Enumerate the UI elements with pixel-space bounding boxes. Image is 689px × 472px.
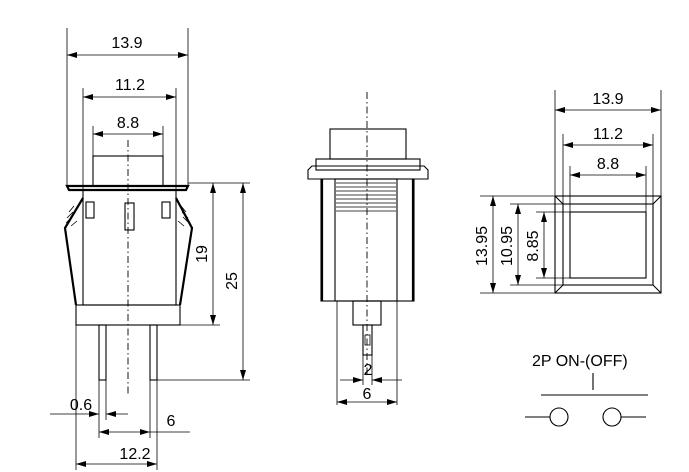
right-clip-teeth [177, 205, 190, 227]
terminal-left [98, 324, 107, 381]
top-dim-width-cap: 8.8 [597, 156, 619, 173]
front-dim-terminal-pitch: 12.2 [119, 446, 150, 463]
front-dim-width-cap: 8.8 [117, 115, 139, 132]
front-dim-height-total: 25 [224, 272, 241, 290]
top-dim-height-outer: 13.95 [474, 226, 491, 266]
left-clip-teeth [65, 205, 78, 227]
switch-schematic: 2P ON-(OFF) [525, 353, 648, 427]
right-clip [175, 197, 194, 306]
side-view: 2 6 [307, 92, 429, 405]
top-view: 13.9 11.2 8.8 13.95 10.95 8.85 [474, 90, 662, 294]
front-tab-left [85, 201, 95, 219]
front-dim-width-body: 11.2 [115, 77, 145, 94]
top-dim-height-cap: 8.85 [525, 230, 542, 261]
contact-right [602, 407, 622, 427]
top-body [562, 203, 654, 286]
front-bezel [65, 184, 190, 192]
top-outer [554, 195, 662, 294]
top-dim-width-outer: 13.9 [592, 91, 623, 108]
side-dim-terminal-span: 6 [363, 386, 372, 403]
schematic-label: 2P ON-(OFF) [532, 353, 628, 370]
left-clip [63, 197, 84, 306]
front-tab-right [161, 201, 171, 219]
front-dim-height-body: 19 [194, 245, 211, 263]
side-ribs [336, 182, 396, 212]
side-inner [334, 178, 398, 302]
contact-left [549, 407, 569, 427]
top-cap [569, 211, 647, 279]
top-dim-width-body: 11.2 [593, 126, 623, 143]
front-dim-terminal-offset: 6 [167, 413, 176, 430]
front-view: 13.9 11.2 8.8 19 25 0.6 6 12.2 [50, 28, 250, 470]
side-terminal-hole [364, 334, 371, 346]
front-actuator [124, 202, 135, 231]
side-terminal [362, 324, 373, 356]
side-dim-terminal-width: 2 [364, 362, 373, 379]
side-cap [329, 128, 407, 160]
terminal-right [149, 324, 158, 381]
top-dim-height-body: 10.95 [499, 226, 516, 266]
front-dim-terminal-thickness: 0.6 [70, 397, 92, 414]
side-bezel [307, 165, 429, 180]
front-dim-width-outer: 13.9 [111, 35, 142, 52]
side-bezel-top [315, 158, 421, 171]
